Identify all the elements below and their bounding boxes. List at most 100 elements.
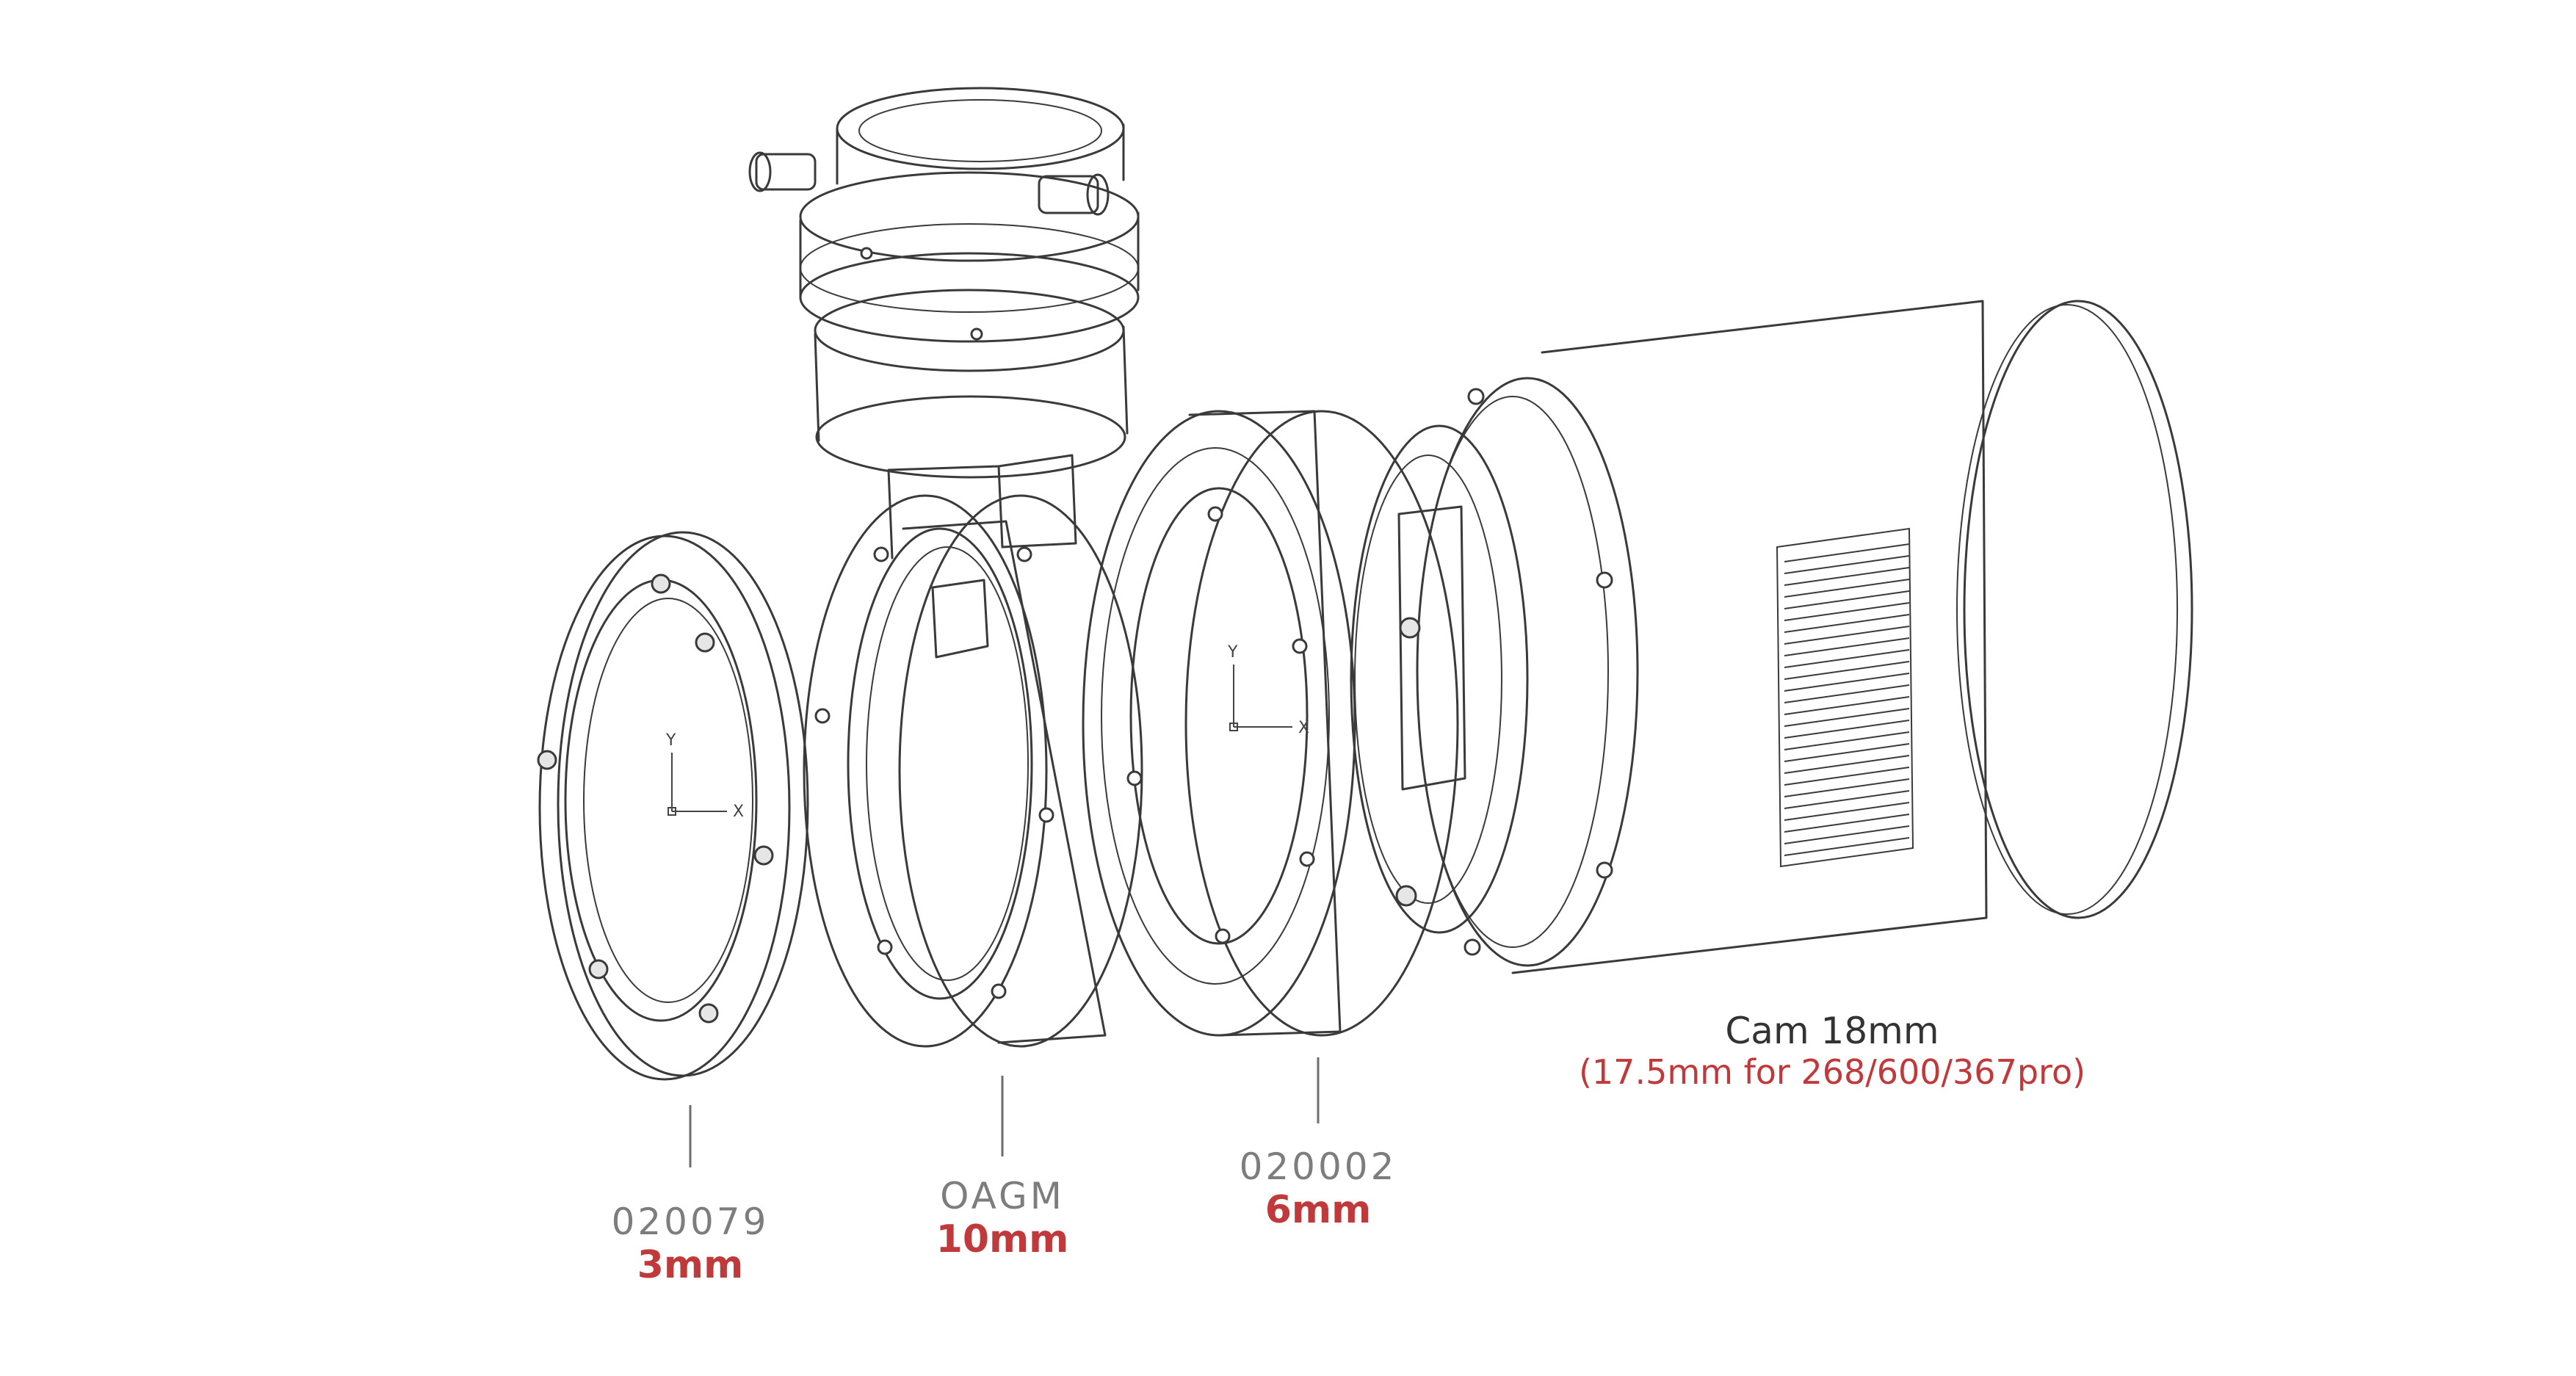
oagm-set-screw-2 (970, 327, 983, 341)
adapter-aperture (1129, 487, 1309, 945)
spacer-aperture-inner (583, 598, 753, 1003)
oagm-ring-hole-3 (877, 939, 893, 955)
oagm-neck (887, 465, 1004, 560)
heatsink-fin-line (1784, 555, 1910, 574)
oagm-collar-top (799, 171, 1140, 262)
label-group-020002: 020002 6mm (1240, 1145, 1397, 1232)
spacer-hole-4 (698, 1003, 719, 1024)
camera-title: Cam 18mm (1725, 1010, 1939, 1052)
camera-note: (17.5mm for 268/600/367pro) (1578, 1052, 2086, 1092)
camera-lug-right-top (1596, 571, 1613, 589)
oagm-ring-hole-5 (1038, 807, 1054, 823)
thickness-oagm: 10mm (936, 1217, 1069, 1261)
adapter-screw-hole-1 (1207, 506, 1223, 522)
heatsink-fin-line (1784, 590, 1910, 609)
heatsink-fin-line (1784, 673, 1910, 692)
spacer-020079-ring: Y X (537, 531, 809, 1081)
adapter-back-face (1184, 410, 1459, 1037)
oagm-collar-groove (800, 223, 1139, 313)
oagm-neck-side (997, 454, 1077, 548)
oagm-eyepiece-top (836, 87, 1125, 170)
thickness-020002: 6mm (1265, 1188, 1372, 1232)
label-group-oagm: OAGM 10mm (936, 1175, 1069, 1261)
heatsink-fin-line (1784, 731, 1910, 750)
heatsink-fin-line (1784, 790, 1910, 809)
label-group-camera: Cam 18mm (17.5mm for 268/600/367pro) (1579, 1010, 2085, 1092)
part-number-oagm: OAGM (940, 1175, 1065, 1217)
oagm-thumb-screw-left (748, 151, 817, 192)
part-number-020079: 020079 (611, 1201, 770, 1243)
oagm-receiver-waist (814, 289, 1125, 372)
oagm-ring-hole-6 (1016, 546, 1032, 562)
adapter-side-wall (1188, 410, 1342, 1037)
oagm-ring-back (898, 494, 1143, 1048)
spacer-aperture (564, 579, 758, 1022)
heatsink-fin-line (1784, 637, 1910, 656)
heatsink-fin-line (1784, 661, 1910, 680)
oagm-aperture (847, 527, 1033, 1000)
adapter-side-hole-1 (1399, 617, 1421, 639)
heatsink-fin-line (1784, 767, 1910, 786)
camera-front-flange (1350, 424, 1529, 934)
oagm-set-screw-1 (860, 247, 873, 260)
heatsink-fin-line (1784, 755, 1910, 774)
heatsink-fin-line (1784, 814, 1910, 833)
adapter-side-hole-2 (1395, 885, 1417, 907)
heatsink-fin-line (1784, 614, 1910, 633)
heatsink-fin-line (1784, 567, 1910, 586)
adapter-screw-hole-2 (1292, 638, 1308, 654)
camera-lug-bottom (1464, 938, 1481, 956)
camera-front-flange-inner (1354, 455, 1502, 904)
oagm-receiver-body (814, 325, 1129, 442)
spacer-hole-1 (651, 573, 671, 594)
camera-front-ring-inner (1417, 396, 1609, 948)
camera-cylinder-outline (1511, 300, 1988, 974)
oagm-ring-hole-1 (873, 546, 889, 562)
adapter-020002-ring: Y X (1082, 410, 1459, 1037)
heatsink-fin-line (1784, 579, 1910, 598)
adapter-screw-hole-3 (1299, 851, 1315, 867)
camera-lug-right-bottom (1596, 861, 1613, 879)
camera-body (1350, 300, 2193, 974)
oagm-ring-front (803, 494, 1048, 1048)
adapter-screw-hole-5 (1126, 770, 1143, 786)
spacer-back-face (557, 531, 809, 1077)
heatsink-fin-line (1784, 602, 1910, 621)
heatsink-fin-line (1784, 543, 1910, 562)
oagm-collar-sides (799, 211, 1140, 299)
spacer-axis-y: Y (665, 731, 676, 750)
spacer-axis-x: X (733, 803, 744, 821)
oagm-ring-side (902, 520, 1107, 1044)
spacer-hole-2 (695, 632, 715, 653)
heatsink-fin-line (1784, 696, 1910, 715)
adapter-front-inner-ring (1101, 447, 1330, 985)
part-number-020002: 020002 (1239, 1145, 1397, 1188)
adapter-axis-y: Y (1227, 643, 1238, 662)
camera-sensor-window (1397, 505, 1466, 791)
heatsink-fin-line (1784, 708, 1910, 727)
label-group-020079: 020079 3mm (612, 1201, 770, 1287)
spacer-hole-5 (588, 959, 609, 980)
oagm-eyepiece-lens (858, 99, 1102, 162)
spacer-front-face (538, 535, 791, 1081)
oagm-receiver-bottom (815, 395, 1126, 479)
oagm-aperture-inner (866, 546, 1029, 981)
oagm-collar-bottom (799, 252, 1140, 343)
oagm-prism (931, 579, 989, 659)
oagm-eyepiece-sides (836, 123, 1125, 185)
spacer-hole-6 (537, 750, 557, 770)
adapter-axis-x: X (1298, 719, 1309, 737)
camera-lug-top (1467, 388, 1485, 405)
adapter-front-face (1082, 410, 1356, 1037)
heatsink-fin-line (1784, 626, 1910, 645)
camera-back-rim (1956, 304, 2178, 915)
heatsink-fin-line (1784, 778, 1910, 797)
heatsink-fin-line (1784, 743, 1910, 762)
heatsink-fin-line (1784, 837, 1910, 856)
camera-heatsink-fins (1776, 527, 1914, 868)
oagm-thumb-screw-right (1038, 173, 1110, 216)
oagm-ring-hole-2 (814, 708, 831, 724)
oagm-assembly (748, 87, 1143, 1048)
